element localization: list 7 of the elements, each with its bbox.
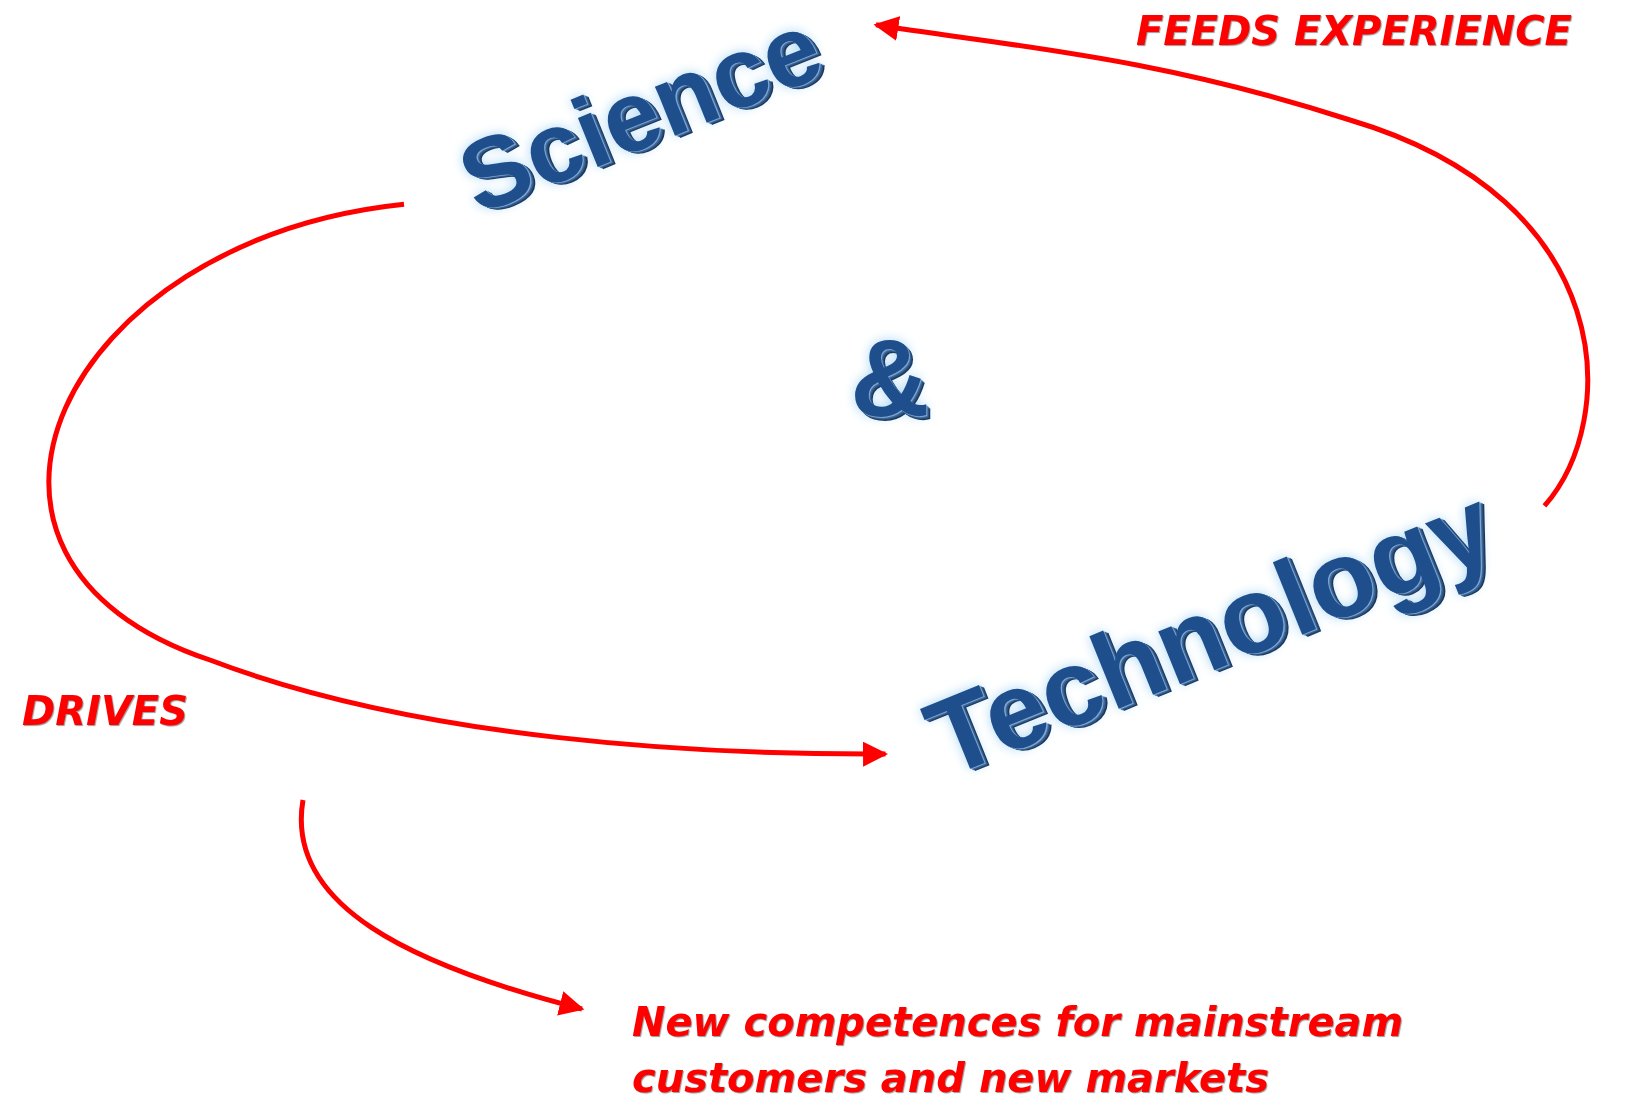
- annotation-text: FEEDS EXPERIENCE: [1136, 8, 1572, 54]
- ampersand: &: [850, 323, 930, 433]
- annotation-text: DRIVES: [22, 688, 188, 734]
- arrow: [299, 799, 585, 1016]
- outcome-text: New competences for mainstream customers and new markets: [632, 994, 1632, 1106]
- arrow: [48, 201, 889, 767]
- arrow: [873, 15, 1590, 508]
